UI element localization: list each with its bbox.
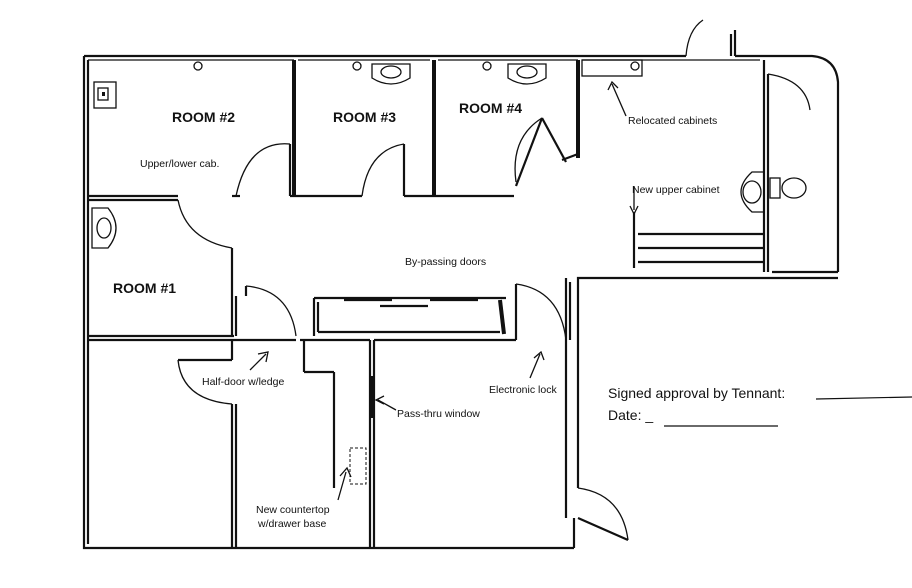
pass-thru-window [370,376,374,418]
electronic-lock-note: Electronic lock [489,384,557,396]
room-3-label: ROOM #3 [333,109,396,125]
new-countertop-note: New countertop [256,504,330,516]
by-passing-doors-note: By-passing doors [405,256,486,268]
new-upper-cabinet-note: New upper cabinet [632,184,720,196]
half-door-note: Half-door w/ledge [202,376,284,388]
sink-icon [507,63,547,85]
drawer-base-note: w/drawer base [257,518,326,530]
bypass-doors [344,298,478,308]
signed-approval-label: Signed approval by Tennant: [608,385,785,401]
signature-line [815,396,912,400]
sink-icon [740,171,765,213]
relocated-cabinets-box [581,59,643,77]
sink-icon [91,207,117,249]
exterior-walls [82,54,840,550]
sink-icon [93,81,117,109]
date-label: Date: _ [608,407,653,423]
countertop-outline [349,447,367,485]
fixtures [91,59,807,249]
interior-walls [88,60,770,548]
room-2-label: ROOM #2 [172,109,235,125]
relocated-cabinets-note: Relocated cabinets [628,115,717,127]
toilet-icon [769,177,807,199]
doors [177,73,811,542]
pass-thru-window-note: Pass-thru window [397,408,480,420]
ceiling-marks [193,61,640,71]
upper-lower-cab-note: Upper/lower cab. [140,158,219,170]
room-1-label: ROOM #1 [113,280,176,296]
room-4-label: ROOM #4 [459,100,522,116]
entrance-door-top [685,19,737,57]
sink-icon [371,63,411,85]
annotation-arrows [249,80,639,501]
